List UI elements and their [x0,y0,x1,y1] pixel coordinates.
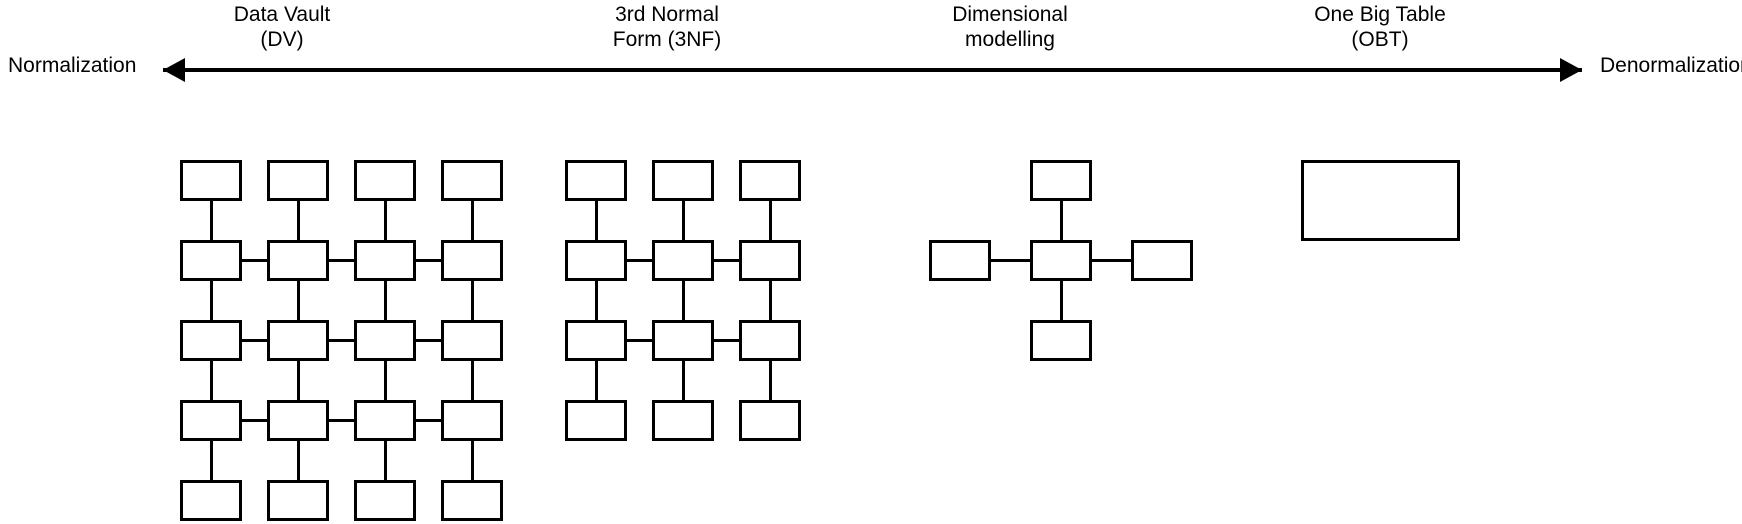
schema-node-data-vault-r3c1 [180,320,242,361]
connector-v-data-vault-r1c3 [383,201,387,240]
spectrum-axis-line [163,68,1582,72]
schema-node-data-vault-r3c3 [354,320,416,361]
connector-v-data-vault-r1c1 [209,201,213,240]
schema-node-data-vault-r5c3 [354,480,416,521]
connector-v-data-vault-r2c1 [209,281,213,320]
connector-v-third-normal-form-r3c1 [594,361,598,400]
schema-node-third-normal-form-r1c2 [652,160,714,201]
caption-line-2: (OBT) [1351,28,1409,51]
caption-line-1: 3rd Normal [615,3,719,26]
schema-node-data-vault-r2c3 [354,240,416,281]
schema-node-data-vault-r1c3 [354,160,416,201]
schema-node-third-normal-form-r4c2 [652,400,714,441]
schema-node-third-normal-form-r2c1 [565,240,627,281]
arrow-right-icon [1560,58,1582,82]
connector-v-data-vault-r4c4 [470,441,474,480]
connector-v-third-normal-form-r2c3 [768,281,772,320]
schema-node-data-vault-r2c1 [180,240,242,281]
connector-v-data-vault-r3c1 [209,361,213,400]
column-caption-dimensional-modelling: Dimensional modelling [880,2,1140,52]
caption-line-2: modelling [965,28,1055,51]
connector-v-third-normal-form-r2c2 [681,281,685,320]
connector-v-data-vault-r1c2 [296,201,300,240]
schema-node-data-vault-r5c1 [180,480,242,521]
connector-h-data-vault-r4c3 [416,419,441,422]
connector-v-third-normal-form-r3c3 [768,361,772,400]
schema-node-third-normal-form-r4c3 [739,400,801,441]
schema-node-data-vault-r5c4 [441,480,503,521]
schema-node-third-normal-form-r2c3 [739,240,801,281]
schema-node-third-normal-form-r1c3 [739,160,801,201]
schema-node-dimensional-modelling-top [1030,160,1092,201]
schema-node-data-vault-r2c2 [267,240,329,281]
connector-h-data-vault-r3c2 [329,339,354,342]
connector-v-third-normal-form-r2c1 [594,281,598,320]
schema-node-one-big-table [1301,160,1460,241]
schema-node-dimensional-modelling-right [1131,240,1193,281]
connector-v-data-vault-r3c2 [296,361,300,400]
schema-node-dimensional-modelling-centre [1030,240,1092,281]
connector-h-data-vault-r3c3 [416,339,441,342]
connector-v-data-vault-r2c4 [470,281,474,320]
schema-node-third-normal-form-r1c1 [565,160,627,201]
schema-node-data-vault-r4c3 [354,400,416,441]
schema-node-third-normal-form-r3c2 [652,320,714,361]
schema-node-third-normal-form-r3c1 [565,320,627,361]
connector-h-third-normal-form-r2c1 [627,259,652,262]
caption-line-1: Data Vault [233,3,331,26]
connector-v-dimensional-modelling-bottom [1059,281,1063,320]
caption-line-1: Dimensional [952,3,1068,26]
connector-h-data-vault-r2c2 [329,259,354,262]
schema-node-data-vault-r3c2 [267,320,329,361]
schema-node-data-vault-r1c4 [441,160,503,201]
caption-line-2: (DV) [260,28,304,51]
connector-h-data-vault-r4c2 [329,419,354,422]
schema-node-data-vault-r4c2 [267,400,329,441]
schema-node-dimensional-modelling-bottom [1030,320,1092,361]
connector-v-data-vault-r4c3 [383,441,387,480]
connector-v-third-normal-form-r3c2 [681,361,685,400]
connector-v-third-normal-form-r1c3 [768,201,772,240]
connector-v-data-vault-r2c3 [383,281,387,320]
caption-line-2: Form (3NF) [612,28,722,51]
connector-h-data-vault-r2c3 [416,259,441,262]
schema-node-data-vault-r3c4 [441,320,503,361]
connector-v-data-vault-r4c2 [296,441,300,480]
connector-v-data-vault-r2c2 [296,281,300,320]
caption-line-1: One Big Table [1314,3,1446,26]
connector-v-third-normal-form-r1c2 [681,201,685,240]
column-caption-one-big-table: One Big Table (OBT) [1250,2,1510,52]
connector-v-data-vault-r4c1 [209,441,213,480]
schema-node-data-vault-r4c1 [180,400,242,441]
connector-h-third-normal-form-r3c1 [627,339,652,342]
axis-label-normalization: Normalization [8,54,137,77]
schema-node-data-vault-r1c1 [180,160,242,201]
connector-v-data-vault-r3c3 [383,361,387,400]
arrow-left-icon [163,58,185,82]
column-caption-third-normal-form: 3rd Normal Form (3NF) [537,2,797,52]
connector-h-third-normal-form-r3c2 [714,339,739,342]
connector-v-third-normal-form-r1c1 [594,201,598,240]
connector-h-data-vault-r2c1 [242,259,267,262]
schema-node-data-vault-r4c4 [441,400,503,441]
schema-node-third-normal-form-r4c1 [565,400,627,441]
connector-h-data-vault-r4c1 [242,419,267,422]
connector-h-dimensional-modelling-left [991,259,1030,262]
schema-node-data-vault-r5c2 [267,480,329,521]
connector-h-data-vault-r3c1 [242,339,267,342]
connector-h-dimensional-modelling-right [1092,259,1131,262]
schema-node-data-vault-r1c2 [267,160,329,201]
connector-v-data-vault-r3c4 [470,361,474,400]
schema-node-third-normal-form-r2c2 [652,240,714,281]
schema-node-data-vault-r2c4 [441,240,503,281]
connector-v-data-vault-r1c4 [470,201,474,240]
schema-node-third-normal-form-r3c3 [739,320,801,361]
column-caption-data-vault: Data Vault (DV) [152,2,412,52]
connector-v-dimensional-modelling-top [1059,201,1063,240]
axis-label-denormalization: Denormalization [1600,54,1742,77]
schema-node-dimensional-modelling-left [929,240,991,281]
connector-h-third-normal-form-r2c2 [714,259,739,262]
